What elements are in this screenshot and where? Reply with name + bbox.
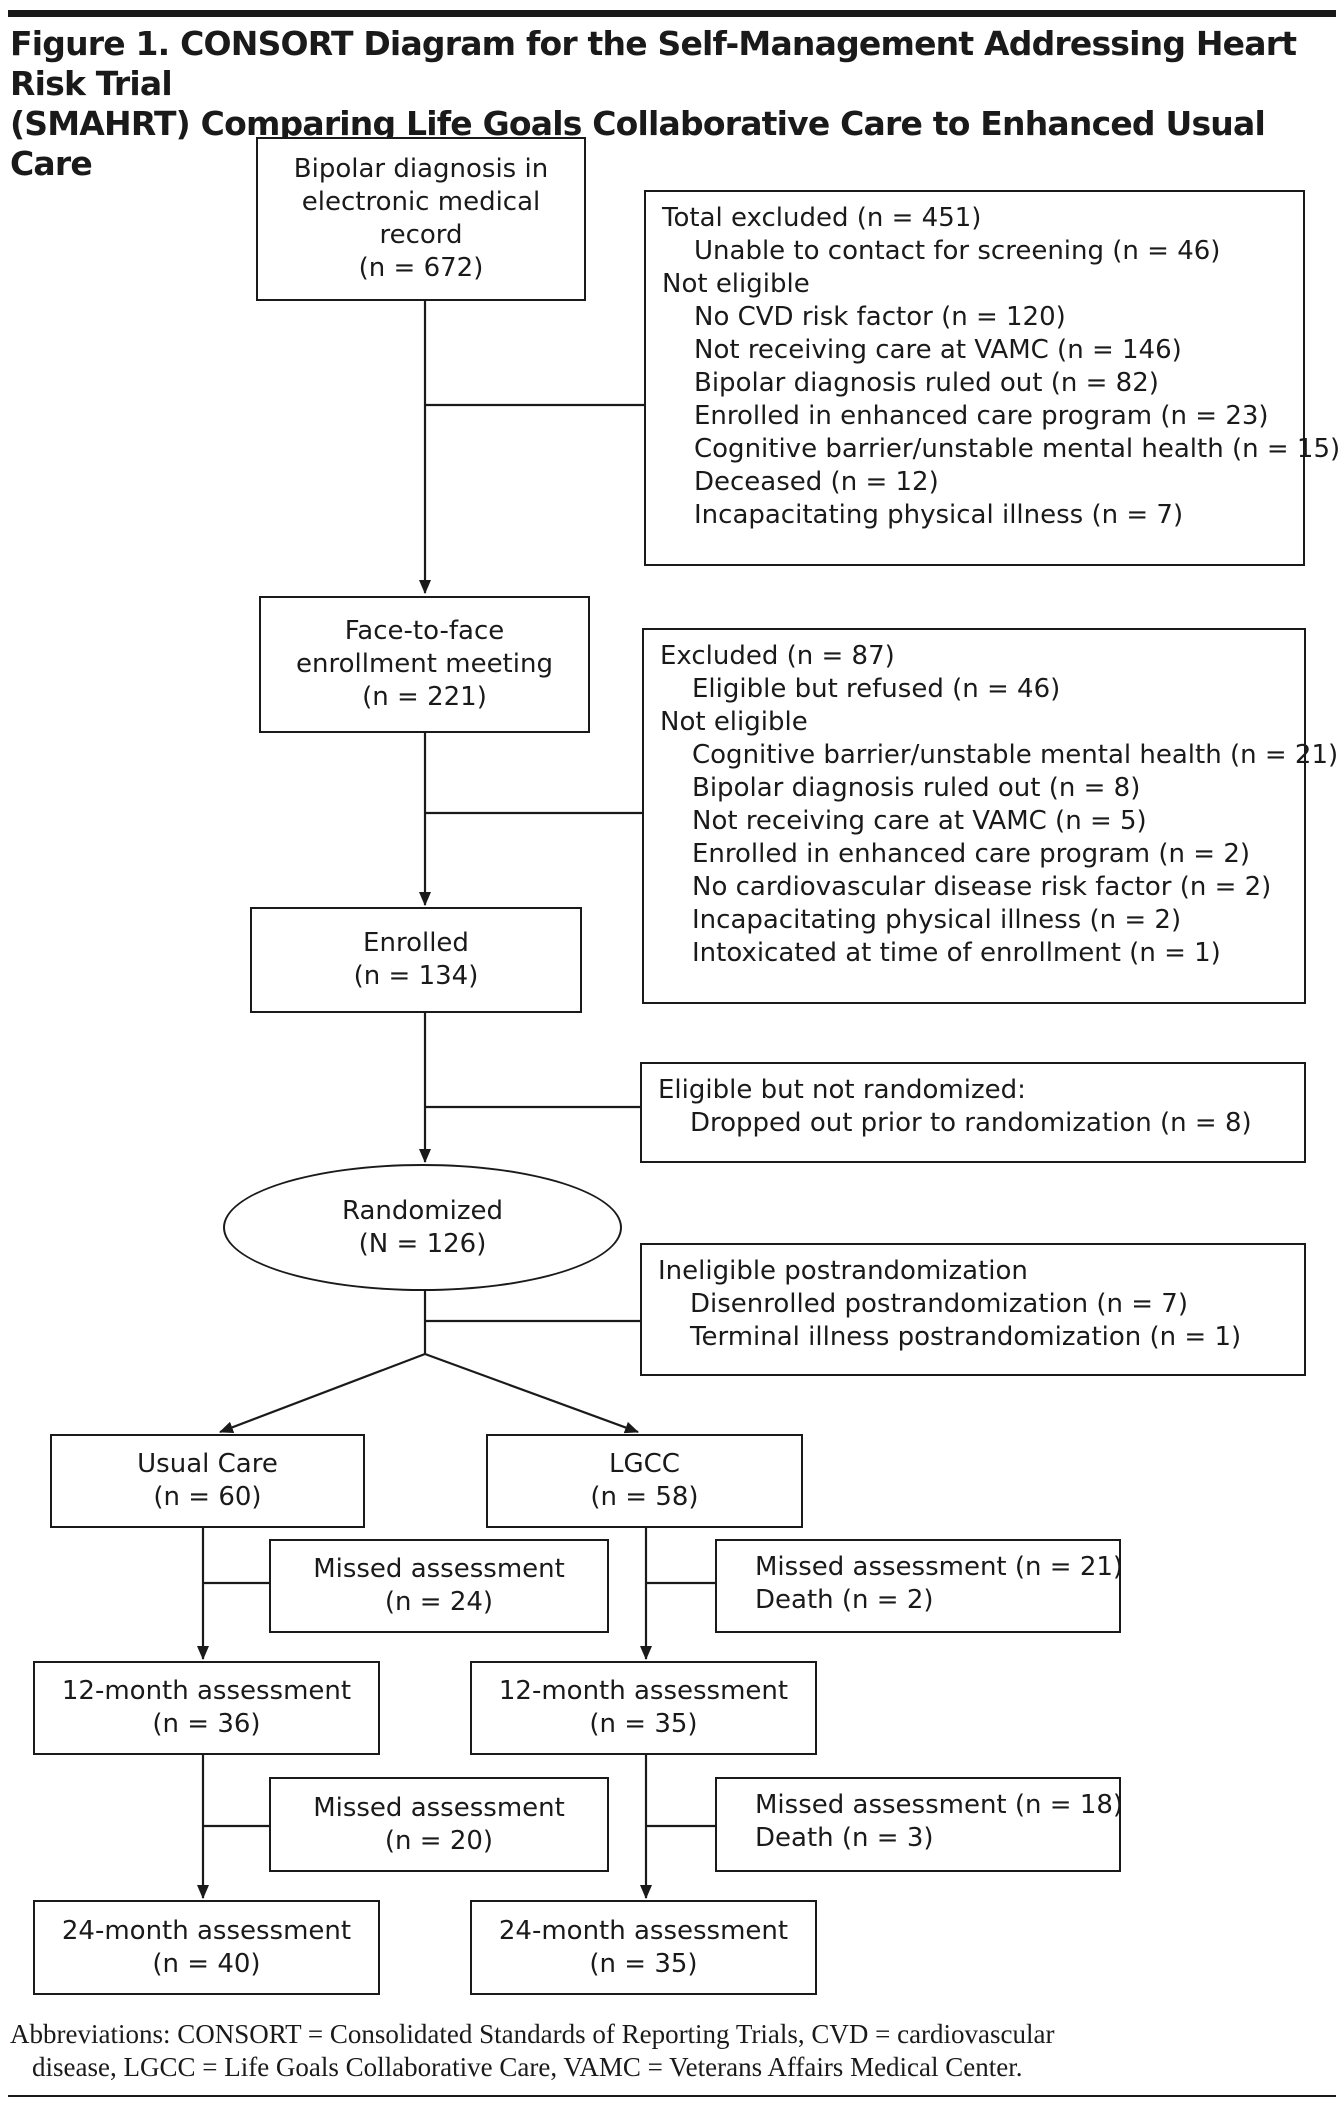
postrand-heading: Ineligible postrandomization (658, 1256, 1028, 1286)
box-line: Missed assessment (n = 18) (755, 1790, 1124, 1820)
arrow-to-usual-care (219, 1352, 426, 1434)
box-line: 12-month assessment (498, 1676, 789, 1706)
excl2-refused: Eligible but refused (n = 46) (692, 674, 1061, 704)
bottom-rule (8, 2095, 1336, 2097)
box-lgcc-12-month: 12-month assessment (n = 35) (470, 1661, 817, 1755)
box-line: Death (n = 2) (755, 1585, 934, 1615)
footnote-line-1: Abbreviations: CONSORT = Consolidated St… (10, 2019, 1055, 2049)
box-line: (n = 672) (358, 253, 484, 283)
box-line: Death (n = 3) (755, 1823, 934, 1853)
excl2-item: Cognitive barrier/unstable mental health… (692, 740, 1339, 770)
postrand-item: Terminal illness postrandomization (n = … (690, 1322, 1242, 1352)
postrand-item: Disenrolled postrandomization (n = 7) (690, 1289, 1188, 1319)
box-line: LGCC (609, 1449, 680, 1479)
box-line: (n = 36) (152, 1709, 261, 1739)
excl2-item: Intoxicated at time of enrollment (n = 1… (692, 938, 1221, 968)
box-line: Usual Care (137, 1449, 278, 1479)
box-line: (n = 35) (589, 1709, 698, 1739)
excl1-item: Enrolled in enhanced care program (n = 2… (694, 401, 1269, 431)
box-line: Face-to-face (344, 616, 505, 646)
excl2-item: Not receiving care at VAMC (n = 5) (692, 806, 1147, 836)
excl1-item: Incapacitating physical illness (n = 7) (694, 500, 1184, 530)
title-rule (8, 10, 1336, 17)
arrow-to-lgcc (424, 1352, 639, 1434)
box-total-excluded: Total excluded (n = 451) Unable to conta… (644, 190, 1341, 566)
excl1-item: Not receiving care at VAMC (n = 146) (694, 335, 1182, 365)
box-lgcc-24-month: 24-month assessment (n = 35) (470, 1900, 817, 1995)
excl2-item: Incapacitating physical illness (n = 2) (692, 905, 1182, 935)
box-excluded-enrollment: Excluded (n = 87) Eligible but refused (… (642, 628, 1339, 1004)
box-line: 24-month assessment (61, 1915, 352, 1946)
figure-title-line-2: (SMAHRT) Comparing Life Goals Collaborat… (10, 104, 1266, 183)
excl2-heading: Excluded (n = 87) (660, 641, 895, 671)
excl1-heading: Total excluded (n = 451) (662, 203, 982, 233)
box-line: 12-month assessment (61, 1676, 352, 1706)
box-uc-missed-24: Missed assessment (n = 20) (269, 1777, 609, 1872)
box-usual-care-24-month: 24-month assessment (n = 40) (33, 1900, 380, 1995)
box-line: electronic medical (301, 187, 541, 217)
notrand-heading: Eligible but not randomized: (658, 1075, 1026, 1105)
box-line: record (379, 220, 463, 250)
abbreviations-footnote: Abbreviations: CONSORT = Consolidated St… (10, 2018, 1336, 2084)
excl2-item: Enrolled in enhanced care program (n = 2… (692, 839, 1251, 869)
box-line: (N = 126) (358, 1228, 487, 1259)
box-line: Bipolar diagnosis in (293, 154, 549, 184)
box-line: Enrolled (363, 928, 469, 958)
box-line: (n = 40) (152, 1948, 261, 1979)
box-postrandomization: Ineligible postrandomization Disenrolled… (640, 1243, 1306, 1376)
excl1-not-eligible-heading: Not eligible (662, 269, 810, 299)
box-line: (n = 60) (153, 1482, 262, 1512)
box-line: 24-month assessment (498, 1915, 789, 1946)
box-enrolled: Enrolled (n = 134) (250, 907, 582, 1013)
footnote-line-2: disease, LGCC = Life Goals Collaborative… (32, 2052, 1023, 2082)
box-line: (n = 20) (384, 1825, 494, 1856)
box-line: Missed assessment (n = 21) (755, 1552, 1124, 1582)
box-usual-care-12-month: 12-month assessment (n = 36) (33, 1661, 380, 1755)
box-usual-care: Usual Care (n = 60) (50, 1434, 365, 1528)
excl2-not-eligible-heading: Not eligible (660, 707, 808, 737)
excl1-item: Cognitive barrier/unstable mental health… (694, 434, 1341, 464)
box-face-to-face: Face-to-face enrollment meeting (n = 221… (259, 596, 590, 733)
box-not-randomized: Eligible but not randomized: Dropped out… (640, 1062, 1306, 1163)
box-line: Missed assessment (313, 1554, 565, 1584)
box-line: Missed assessment (313, 1792, 565, 1823)
box-line: (n = 24) (384, 1587, 494, 1617)
figure-title: Figure 1. CONSORT Diagram for the Self-M… (10, 24, 1340, 184)
oval-randomized: Randomized (N = 126) (223, 1164, 622, 1291)
box-line: enrollment meeting (296, 649, 553, 679)
box-lgcc: LGCC (n = 58) (486, 1434, 803, 1528)
box-line: (n = 134) (353, 961, 479, 991)
box-bipolar-diagnosis: Bipolar diagnosis in electronic medical … (256, 137, 586, 301)
box-lgcc-missed-24: Missed assessment (n = 18) Death (n = 3) (715, 1777, 1124, 1872)
excl2-item: Bipolar diagnosis ruled out (n = 8) (692, 773, 1141, 803)
box-line: (n = 58) (590, 1482, 699, 1512)
box-uc-missed-12: Missed assessment (n = 24) (269, 1539, 609, 1633)
excl1-item: Bipolar diagnosis ruled out (n = 82) (694, 368, 1159, 398)
excl1-item: No CVD risk factor (n = 120) (694, 302, 1066, 332)
box-lgcc-missed-12: Missed assessment (n = 21) Death (n = 2) (715, 1539, 1124, 1633)
box-line: Randomized (341, 1195, 503, 1226)
excl1-unable-to-contact: Unable to contact for screening (n = 46) (694, 236, 1221, 266)
excl1-item: Deceased (n = 12) (694, 467, 939, 497)
notrand-item: Dropped out prior to randomization (n = … (690, 1108, 1252, 1138)
box-line: (n = 221) (362, 682, 487, 712)
box-line: (n = 35) (589, 1948, 698, 1979)
excl2-item: No cardiovascular disease risk factor (n… (692, 872, 1272, 902)
figure-title-line-1: Figure 1. CONSORT Diagram for the Self-M… (10, 24, 1297, 103)
